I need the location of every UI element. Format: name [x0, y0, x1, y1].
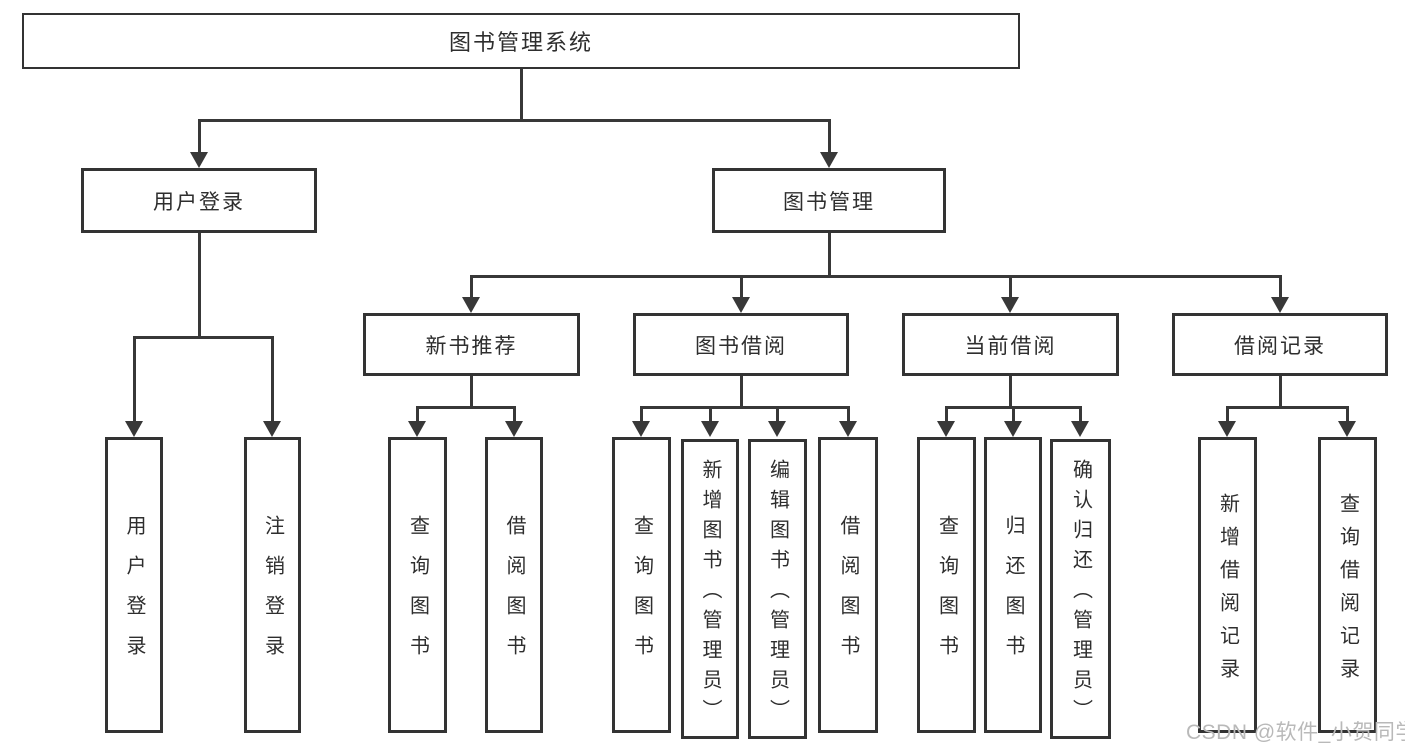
connector-line	[944, 406, 948, 424]
box-user-login: 用户登录	[81, 168, 317, 233]
connector-line	[469, 376, 473, 409]
leaf-edit-book-admin-label: 编辑图书（管理员）	[766, 459, 789, 729]
connector-line	[415, 406, 516, 409]
connector-line	[512, 406, 516, 424]
leaf-return-books: 归还图书	[984, 437, 1042, 733]
arrowhead-icon	[263, 421, 281, 437]
connector-line	[197, 233, 201, 339]
arrowhead-icon	[768, 421, 786, 437]
connector-line	[639, 406, 643, 424]
connector-line	[775, 406, 779, 424]
box-library-management-system: 图书管理系统	[22, 13, 1020, 69]
arrowhead-icon	[1071, 421, 1089, 437]
connector-line	[1011, 406, 1015, 424]
connector-line	[1278, 275, 1282, 300]
connector-line	[132, 336, 274, 339]
leaf-search-borrow-record: 查询借阅记录	[1318, 437, 1377, 733]
leaf-add-book-admin-label: 新增图书（管理员）	[699, 459, 721, 729]
connector-line	[708, 406, 712, 424]
connector-line	[197, 119, 831, 122]
leaf-search-books-current: 查询图书	[917, 437, 976, 733]
leaf-borrow-books-borrow: 借阅图书	[818, 437, 878, 733]
connector-line	[197, 119, 201, 155]
leaf-logout-label: 注销登录	[261, 515, 284, 675]
box-book-borrowing: 图书借阅	[633, 313, 849, 376]
leaf-borrow-books-recommend-label: 借阅图书	[503, 515, 525, 675]
leaf-logout: 注销登录	[244, 437, 301, 733]
connector-line	[827, 119, 831, 155]
leaf-search-books-recommend-label: 查询图书	[406, 515, 429, 675]
connector-line	[270, 336, 274, 424]
arrowhead-icon	[125, 421, 143, 437]
leaf-borrow-books-borrow-label: 借阅图书	[837, 515, 859, 675]
connector-line	[1278, 376, 1282, 409]
leaf-add-book-admin: 新增图书（管理员）	[681, 439, 739, 739]
leaf-user-login: 用户登录	[105, 437, 163, 733]
connector-line	[739, 275, 743, 300]
arrowhead-icon	[1271, 297, 1289, 313]
arrowhead-icon	[732, 297, 750, 313]
connector-line	[827, 233, 831, 278]
leaf-confirm-return-admin: 确认归还（管理员）	[1050, 439, 1111, 739]
arrowhead-icon	[1338, 421, 1356, 437]
arrowhead-icon	[190, 152, 208, 168]
arrowhead-icon	[701, 421, 719, 437]
connector-line	[1345, 406, 1349, 424]
leaf-user-login-label: 用户登录	[123, 515, 145, 675]
connector-line	[846, 406, 850, 424]
connector-line	[1225, 406, 1349, 409]
arrowhead-icon	[632, 421, 650, 437]
box-book-management: 图书管理	[712, 168, 946, 233]
arrowhead-icon	[937, 421, 955, 437]
connector-line	[469, 275, 473, 300]
connector-line	[639, 406, 850, 409]
box-current-borrowing: 当前借阅	[902, 313, 1119, 376]
box-borrowing-records: 借阅记录	[1172, 313, 1388, 376]
connector-line	[132, 336, 136, 424]
leaf-add-borrow-record: 新增借阅记录	[1198, 437, 1257, 733]
arrowhead-icon	[1218, 421, 1236, 437]
leaf-confirm-return-admin-label: 确认归还（管理员）	[1069, 459, 1092, 729]
leaf-search-books-borrow-label: 查询图书	[630, 515, 653, 675]
arrowhead-icon	[505, 421, 523, 437]
connector-line	[1225, 406, 1229, 424]
connector-line	[1078, 406, 1082, 424]
connector-line	[739, 376, 743, 409]
leaf-search-books-current-label: 查询图书	[935, 515, 958, 675]
arrowhead-icon	[1004, 421, 1022, 437]
arrowhead-icon	[408, 421, 426, 437]
arrowhead-icon	[1001, 297, 1019, 313]
leaf-search-borrow-record-label: 查询借阅记录	[1336, 492, 1359, 691]
connector-line	[1008, 275, 1012, 300]
connector-line	[519, 69, 523, 122]
leaf-search-books-recommend: 查询图书	[388, 437, 447, 733]
leaf-borrow-books-recommend: 借阅图书	[485, 437, 543, 733]
connector-line	[469, 275, 1282, 278]
leaf-add-borrow-record-label: 新增借阅记录	[1216, 492, 1239, 691]
connector-line	[415, 406, 419, 424]
connector-line	[1008, 376, 1012, 409]
arrowhead-icon	[820, 152, 838, 168]
box-new-book-recommendation: 新书推荐	[363, 313, 580, 376]
leaf-search-books-borrow: 查询图书	[612, 437, 671, 733]
csdn-watermark: CSDN @软件_小贺同学	[1186, 721, 1405, 744]
arrowhead-icon	[462, 297, 480, 313]
arrowhead-icon	[839, 421, 857, 437]
leaf-edit-book-admin: 编辑图书（管理员）	[748, 439, 807, 739]
leaf-return-books-label: 归还图书	[1002, 515, 1024, 675]
